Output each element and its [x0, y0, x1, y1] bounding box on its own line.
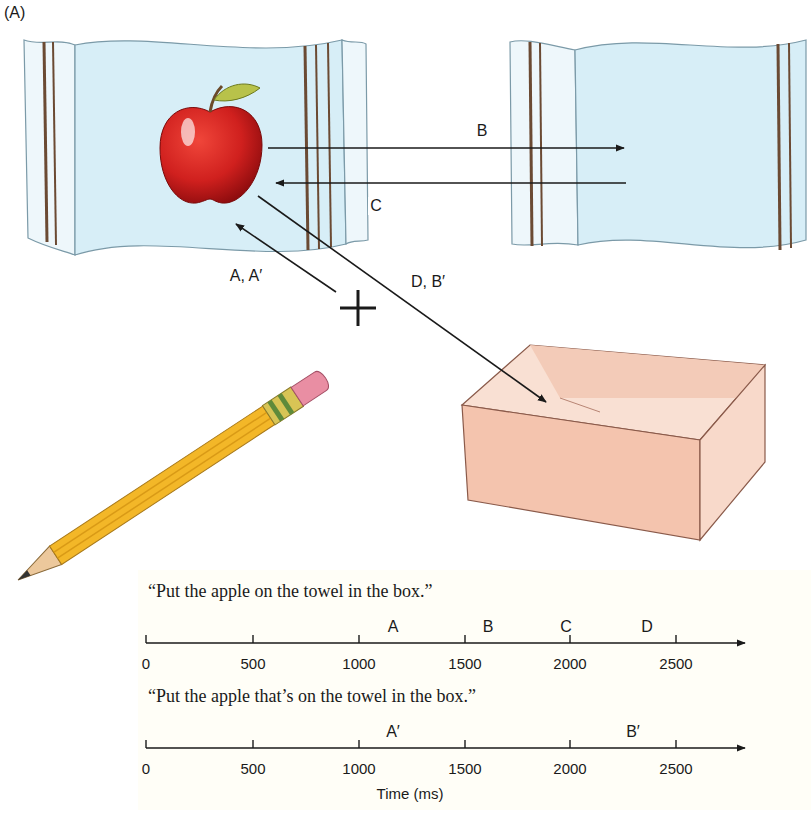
apple: [214, 84, 260, 101]
pencil: [277, 393, 294, 415]
towel-right: [510, 41, 578, 245]
towel-left: [328, 43, 331, 247]
eye-movement-arrows: [236, 148, 626, 402]
box: [462, 405, 700, 540]
towel-right: [778, 44, 780, 250]
event-marker: B: [483, 618, 494, 636]
pencil: [267, 400, 284, 422]
tick-label: 500: [240, 760, 265, 777]
towel-left: [24, 40, 75, 255]
pencil: [54, 412, 267, 552]
tick-label: 1500: [448, 655, 481, 672]
pencil: [12, 368, 332, 589]
tick-label: 2500: [659, 655, 692, 672]
sentence: “Put the apple that’s on the towel in th…: [148, 686, 476, 707]
timeline-axis: [464, 635, 465, 643]
axis-title: Time (ms): [377, 785, 444, 802]
tick-label: 2000: [553, 760, 586, 777]
tick-label: 0: [142, 655, 150, 672]
timeline-ground: [138, 570, 811, 810]
timeline-axis: [675, 635, 676, 643]
apple: [181, 118, 195, 146]
towel-right: [540, 43, 542, 246]
towel-right: [575, 40, 806, 248]
box: [700, 365, 765, 540]
tick-label: 1500: [448, 760, 481, 777]
arrow-label: D, B′: [409, 273, 447, 291]
timeline-axis: [145, 740, 146, 748]
towel-left: [44, 42, 47, 242]
towel-left: [342, 40, 368, 244]
timeline-axis: [146, 747, 745, 748]
apple: [160, 84, 262, 203]
timeline-axis: [569, 635, 570, 643]
timeline-axis: [146, 635, 745, 643]
tick-label: 500: [240, 655, 265, 672]
timeline-axis: [358, 635, 359, 643]
timeline-axis: [146, 740, 745, 748]
timeline-axis: [675, 740, 676, 748]
event-marker: A: [388, 618, 399, 636]
pencil: [291, 369, 331, 406]
eye-movement-arrows: [276, 182, 626, 184]
box: [530, 345, 765, 398]
tick-label: 2000: [553, 655, 586, 672]
event-marker: B′: [626, 723, 640, 741]
arrow-label: B: [475, 122, 490, 140]
event-marker: D: [641, 618, 653, 636]
timeline-axis: [464, 740, 465, 748]
tick-label: 1000: [342, 655, 375, 672]
arrow-label: C: [368, 197, 384, 215]
towel-left: [316, 45, 319, 249]
panel-label: (A): [4, 4, 25, 22]
tick-label: 1000: [342, 760, 375, 777]
towel-left: [53, 42, 56, 245]
box: [560, 398, 600, 412]
fixation-cross: [357, 290, 360, 326]
timeline-axis: [569, 740, 570, 748]
eye-movement-arrows: [258, 196, 546, 402]
pencil: [50, 406, 275, 564]
tick-label: 2500: [659, 760, 692, 777]
towel-right: [510, 40, 806, 250]
tick-label: 0: [142, 760, 150, 777]
timeline-axis: [252, 635, 253, 643]
event-marker: A′: [386, 723, 400, 741]
apple: [160, 107, 262, 204]
pencil: [58, 418, 271, 558]
eye-movement-arrows: [268, 147, 624, 149]
arrow-label: A, A′: [228, 267, 264, 285]
towel-right: [789, 43, 791, 248]
timeline-axis: [146, 642, 745, 643]
timeline-axis: [358, 740, 359, 748]
timeline-axis: [252, 740, 253, 748]
fixation-cross: [340, 290, 376, 326]
pencil: [16, 570, 30, 582]
event-marker: C: [560, 618, 572, 636]
sentence: “Put the apple on the towel in the box.”: [148, 581, 432, 602]
timeline-axis: [145, 635, 146, 643]
towel-right: [530, 42, 532, 246]
